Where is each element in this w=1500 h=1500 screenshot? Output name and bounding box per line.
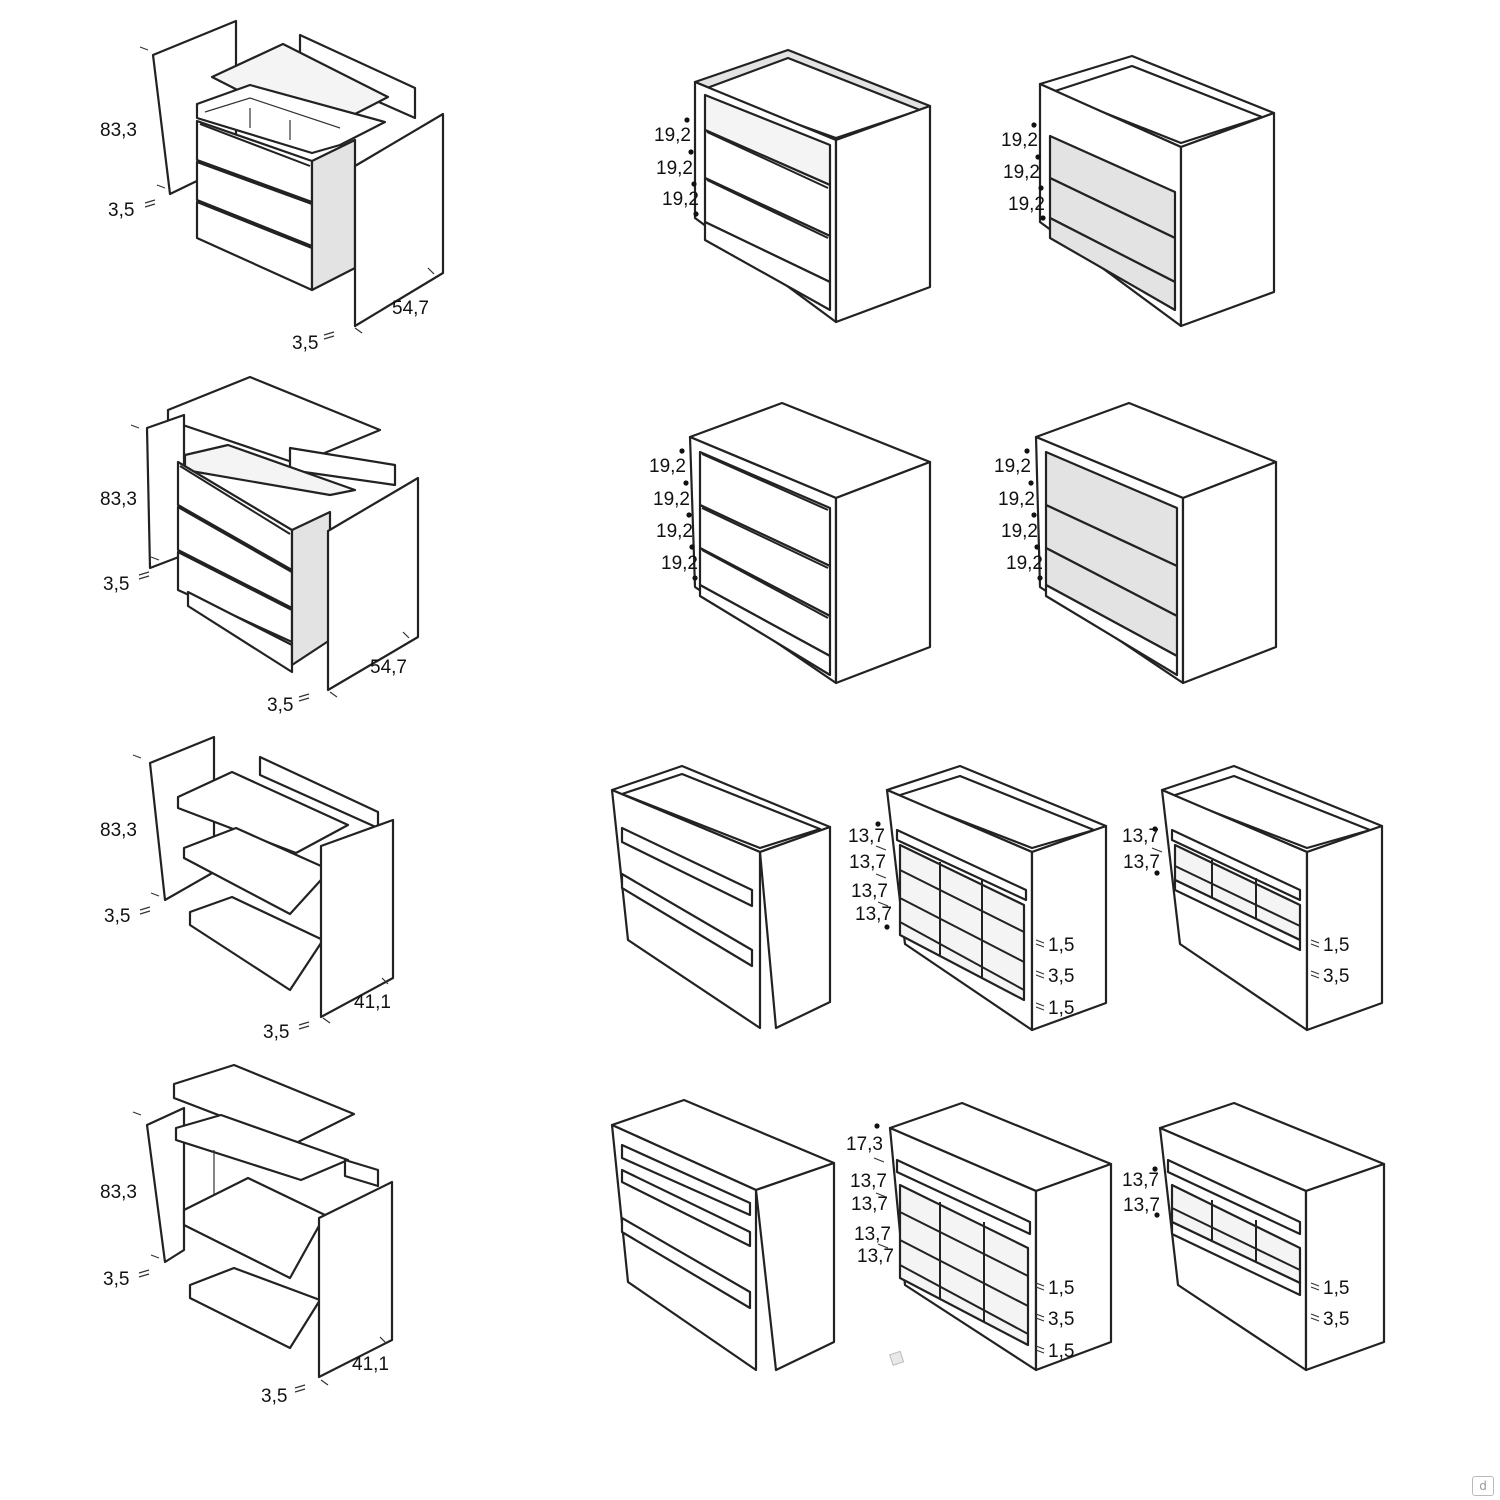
open-unit-6 — [1158, 1101, 1386, 1372]
panel-size-label: 1,5 — [1048, 1278, 1074, 1299]
cube-marker — [889, 1350, 905, 1366]
dimension-ticks — [130, 46, 435, 1393]
panel-size-label: 1,5 — [1048, 935, 1074, 956]
cubby-ticks — [873, 845, 1320, 1354]
side-label: 3,5 — [267, 695, 293, 716]
exploded-drawer-chest-1 — [151, 19, 445, 328]
drawer-height-label: 19,2 — [662, 189, 699, 210]
drawer-height-label: 19,2 — [654, 125, 691, 146]
panel-size-label: 3,5 — [1048, 1309, 1074, 1330]
cubby-labels: 13,7 13,7 13,7 13,7 1,5 3,5 1,5 13,7 13,… — [846, 826, 1349, 1362]
side-label: 3,5 — [263, 1022, 289, 1043]
height-label: 83,3 — [100, 489, 137, 510]
drawer-unit-4 — [1034, 401, 1278, 685]
panel-size-label: 3,5 — [1048, 966, 1074, 987]
drawer-height-label: 19,2 — [1008, 194, 1045, 215]
open-unit-5 — [888, 1101, 1113, 1372]
cubby-height-label: 13,7 — [855, 904, 892, 925]
cubby-height-label: 13,7 — [1122, 826, 1159, 847]
dimension-dots — [679, 117, 1160, 1218]
height-label: 83,3 — [100, 120, 137, 141]
cubby-height-label: 13,7 — [851, 1194, 888, 1215]
drawer-height-label: 19,2 — [994, 456, 1031, 477]
panel-size-label: 3,5 — [1323, 966, 1349, 987]
side-label: 3,5 — [261, 1386, 287, 1407]
height-label: 83,3 — [100, 1182, 137, 1203]
drawer-height-label: 19,2 — [1001, 521, 1038, 542]
drawer-height-label: 19,2 — [656, 158, 693, 179]
drawer-height-label: 19,2 — [1006, 553, 1043, 574]
open-unit-1 — [610, 764, 832, 1030]
watermark-icon: d — [1472, 1476, 1494, 1496]
cubby-height-label: 13,7 — [1123, 852, 1160, 873]
drawer-unit-1 — [693, 48, 932, 324]
cubby-height-label: 13,7 — [857, 1246, 894, 1267]
thickness-label: 3,5 — [103, 1269, 129, 1290]
cubby-height-label: 13,7 — [851, 881, 888, 902]
cubby-height-label: 13,7 — [848, 826, 885, 847]
cubby-height-label: 13,7 — [1123, 1195, 1160, 1216]
panel-size-label: 1,5 — [1323, 1278, 1349, 1299]
drawer-height-label: 19,2 — [649, 456, 686, 477]
panel-size-label: 3,5 — [1323, 1309, 1349, 1330]
drawer-unit-2 — [1038, 54, 1276, 328]
exploded-drawer-chest-2 — [145, 375, 420, 692]
cubby-height-label: 13,7 — [850, 1171, 887, 1192]
open-unit-4 — [610, 1098, 836, 1372]
drawer-height-label: 19,2 — [1003, 162, 1040, 183]
thickness-label: 3,5 — [108, 200, 134, 221]
open-unit-2 — [885, 764, 1108, 1032]
depth-label: 54,7 — [370, 657, 407, 678]
depth-label: 41,1 — [354, 992, 391, 1013]
depth-label: 41,1 — [352, 1354, 389, 1375]
exploded-labels: 83,3 3,5 54,7 3,5 83,3 3,5 54,7 3,5 83,3… — [100, 120, 429, 1407]
panel-size-label: 1,5 — [1323, 935, 1349, 956]
drawer-height-label: 19,2 — [661, 553, 698, 574]
cubby-height-label: 13,7 — [849, 852, 886, 873]
drawer-height-label: 19,2 — [653, 489, 690, 510]
cubby-height-label: 13,7 — [1122, 1170, 1159, 1191]
cubby-height-label: 17,3 — [846, 1134, 883, 1155]
open-unit-3 — [1160, 764, 1384, 1032]
drawer-height-label: 19,2 — [1001, 130, 1038, 151]
height-label: 83,3 — [100, 820, 137, 841]
exploded-shelf-unit-2 — [145, 1063, 394, 1379]
exploded-shelf-unit-1 — [148, 735, 395, 1019]
drawer-labels: 19,2 19,2 19,2 19,2 19,2 19,2 19,2 19,2 … — [649, 125, 1045, 574]
thickness-label: 3,5 — [103, 574, 129, 595]
cubby-height-label: 13,7 — [854, 1224, 891, 1245]
drawer-unit-3 — [688, 401, 932, 685]
panel-size-label: 1,5 — [1048, 1341, 1074, 1362]
drawer-height-label: 19,2 — [656, 521, 693, 542]
panel-size-label: 1,5 — [1048, 998, 1074, 1019]
thickness-label: 3,5 — [104, 906, 130, 927]
drawer-height-label: 19,2 — [998, 489, 1035, 510]
side-label: 3,5 — [292, 333, 318, 354]
depth-label: 54,7 — [392, 298, 429, 319]
